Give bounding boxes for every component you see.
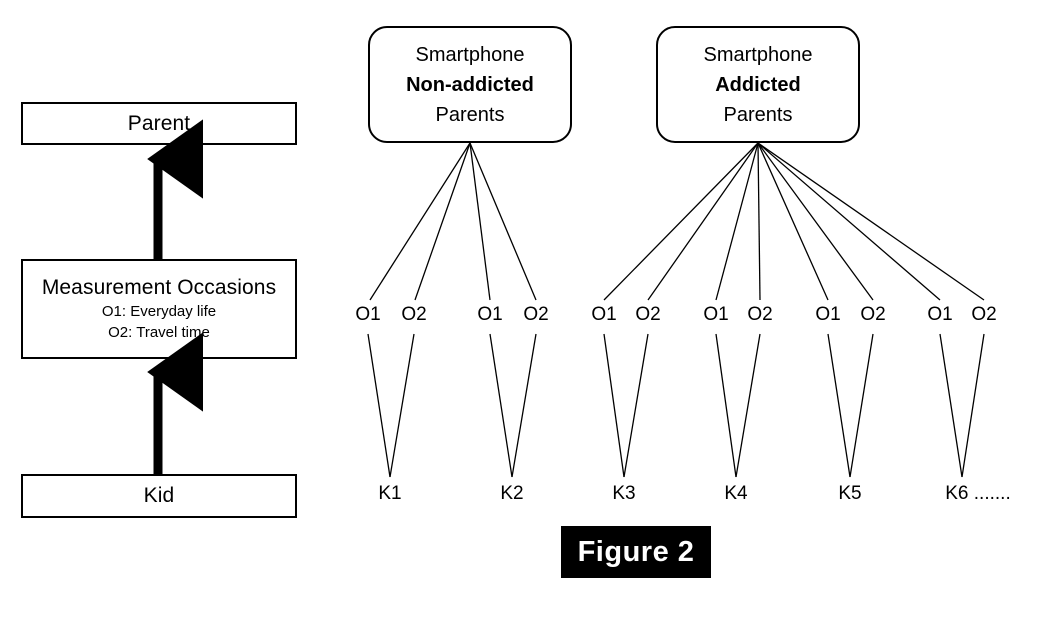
kid-label: K3 [612, 483, 636, 504]
group-non-addicted-line-1: Smartphone [415, 43, 525, 66]
kid-label: K4 [724, 483, 748, 504]
kid-label: K1 [378, 483, 402, 504]
occasion-label: O1 [355, 304, 381, 325]
hierarchy-box-parent: Parent [21, 102, 297, 145]
hierarchy-box-measurement-occasions: Measurement Occasions O1: Everyday life … [21, 259, 297, 359]
occasion-label: O2 [747, 304, 773, 325]
group-non-addicted-line-3: Parents [435, 103, 505, 126]
occasion-label: O2 [971, 304, 997, 325]
occasion-label: O1 [703, 304, 729, 325]
kid-label: K2 [500, 483, 524, 504]
hierarchy-sublabel-o2: O2: Travel time [108, 324, 210, 341]
hierarchy-box-kid: Kid [21, 474, 297, 518]
hierarchy-sublabel-o1: O1: Everyday life [101, 303, 217, 320]
occasion-label: O1 [927, 304, 953, 325]
fan-lines-non-addicted [369, 142, 537, 301]
occasion-label: O2 [860, 304, 886, 325]
occasion-label: O1 [477, 304, 503, 325]
fan-lines-addicted [603, 142, 985, 301]
kid-label: K6 ....... [945, 483, 1011, 504]
occasion-label: O1 [815, 304, 841, 325]
v-connectors-occasions-to-kids [367, 333, 985, 478]
hierarchy-box-parent-label: Parent [127, 111, 191, 135]
hierarchy-box-measurement-occasions-label: Measurement Occasions [41, 276, 277, 299]
group-addicted-line-2: Addicted [715, 73, 801, 96]
occasion-label: O2 [635, 304, 661, 325]
group-addicted-line-1: Smartphone [703, 43, 813, 66]
occasion-label: O2 [401, 304, 427, 325]
occasion-label: O1 [591, 304, 617, 325]
hierarchy-box-kid-label: Kid [143, 484, 175, 507]
group-addicted-line-3: Parents [723, 103, 793, 126]
occasion-label: O2 [523, 304, 549, 325]
group-non-addicted-line-2: Non-addicted [406, 73, 534, 96]
group-box-addicted-parents: Smartphone Addicted Parents [656, 26, 860, 143]
figure-caption: Figure 2 [561, 526, 711, 578]
kid-label: K5 [838, 483, 862, 504]
group-box-non-addicted-parents: Smartphone Non-addicted Parents [368, 26, 572, 143]
